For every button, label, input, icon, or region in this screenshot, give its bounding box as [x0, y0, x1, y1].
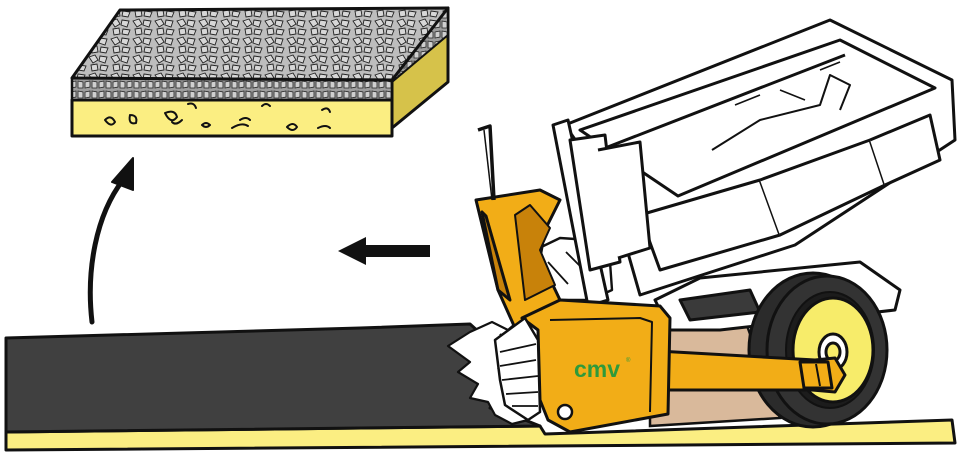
dump-truck — [533, 18, 957, 332]
pin-hole — [556, 403, 574, 421]
left-arrow-icon — [338, 237, 430, 265]
chip-top-surface — [70, 6, 450, 82]
brand-label: cmv — [574, 356, 620, 382]
roller-wheel — [747, 271, 889, 429]
chip-spreader: cmv ® — [474, 124, 847, 434]
base-layer-section — [70, 98, 394, 138]
handle-bar[interactable] — [477, 124, 496, 201]
brand-registered-mark: ® — [626, 357, 631, 364]
surface-cross-section — [70, 6, 450, 138]
curved-up-arrow-icon — [87, 157, 134, 325]
